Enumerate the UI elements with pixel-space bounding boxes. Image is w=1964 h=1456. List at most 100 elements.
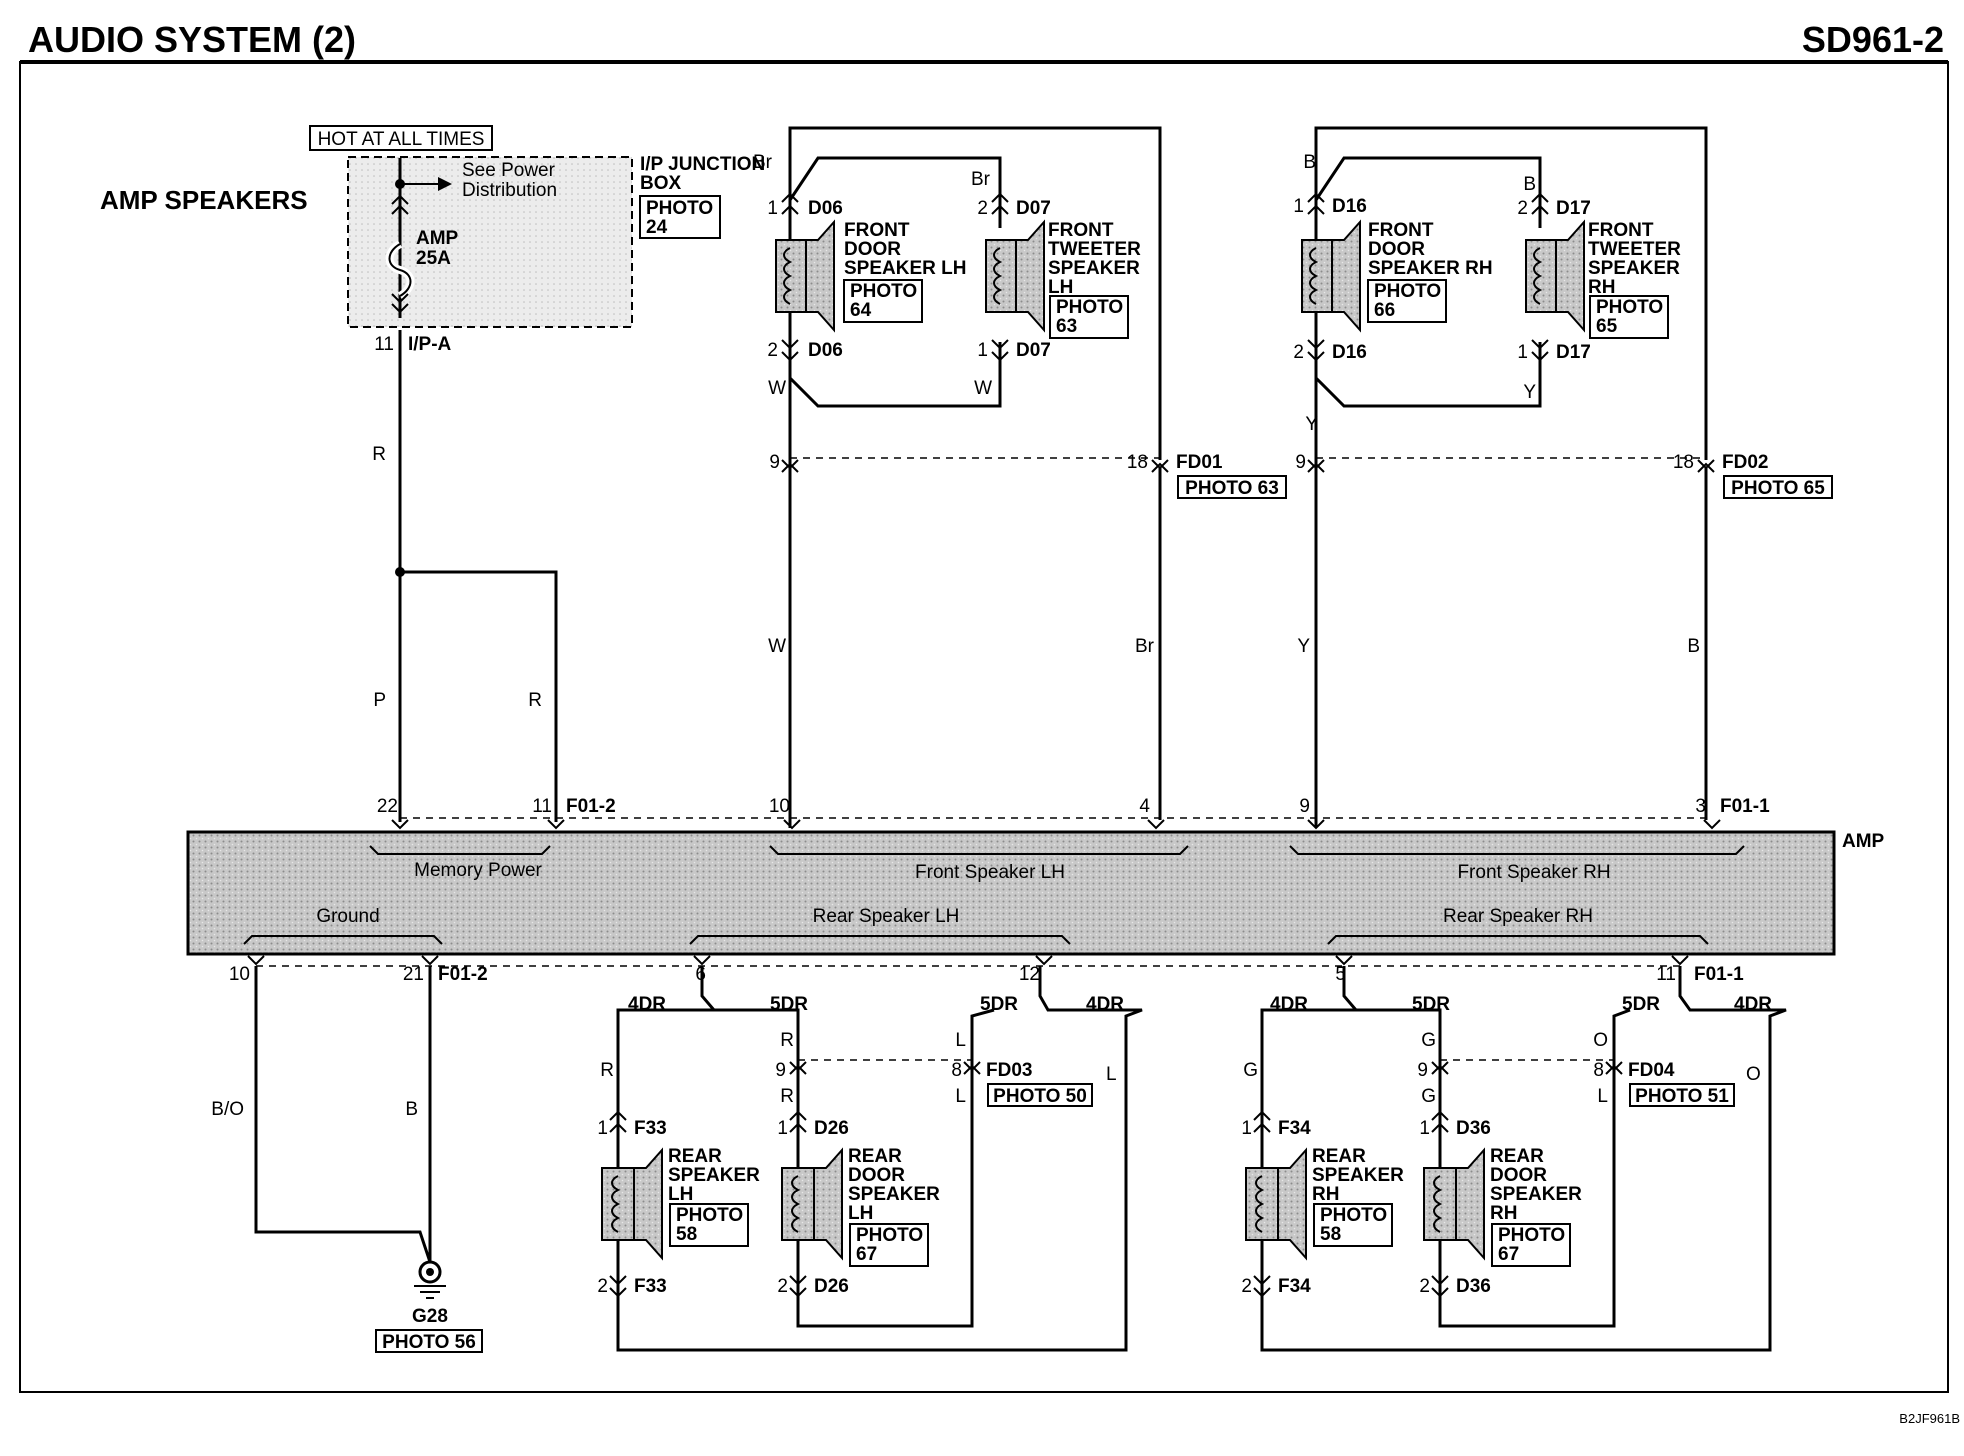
photo-box xyxy=(1367,279,1447,323)
speaker-name: RH xyxy=(1588,277,1615,298)
connector-chevron-icon xyxy=(1531,339,1549,362)
photo-label: PHOTO xyxy=(676,1205,743,1226)
connector-id: F01-2 xyxy=(438,964,488,985)
ground-symbol-icon xyxy=(414,1285,446,1299)
photo-label: PHOTO xyxy=(1498,1225,1565,1246)
speaker-name: REAR xyxy=(668,1146,722,1167)
photo-box xyxy=(843,279,923,323)
photo-number: 65 xyxy=(1596,316,1618,337)
speaker-cone-icon xyxy=(1277,1147,1307,1261)
pin-group-bracket xyxy=(769,845,1189,855)
connector-chevron-icon xyxy=(1307,192,1325,215)
ground-circuit: B/O B G28 PHOTO 56 xyxy=(211,966,483,1353)
page-code: SD961-2 xyxy=(1802,19,1944,60)
pin-number: 9 xyxy=(1417,1060,1428,1081)
power-branch-wire xyxy=(400,570,558,822)
photo-box xyxy=(1313,1203,1393,1247)
pin-number: 1 xyxy=(767,198,778,219)
speaker-name: REAR xyxy=(1490,1146,1544,1167)
pin-number: 2 xyxy=(1517,198,1528,219)
speaker-cone-icon xyxy=(1455,1147,1485,1261)
photo-label: PHOTO xyxy=(850,281,917,302)
pin-number: 9 xyxy=(1299,796,1310,817)
speaker-cone-icon xyxy=(633,1147,663,1261)
pin-number: 2 xyxy=(977,198,988,219)
photo-box xyxy=(987,1083,1093,1107)
connector-id: D26 xyxy=(814,1118,849,1139)
photo-label: PHOTO xyxy=(856,1225,923,1246)
photo-box xyxy=(1049,295,1129,339)
pin-number: 8 xyxy=(951,1060,962,1081)
speaker-cone-icon xyxy=(813,1147,843,1261)
wire-color-label: R xyxy=(780,1086,794,1107)
branch-label: 5DR xyxy=(1412,994,1450,1015)
photo-number: 66 xyxy=(1374,300,1395,321)
wire-color-label: G xyxy=(1421,1030,1436,1051)
pin-number: 11 xyxy=(374,334,394,355)
photo-label: PHOTO xyxy=(1596,297,1663,318)
pin-number: 18 xyxy=(1127,452,1148,473)
wire-color-label: L xyxy=(1597,1086,1608,1107)
see-power-label-2: Distribution xyxy=(462,180,557,201)
coil-icon xyxy=(1255,1175,1265,1233)
rear-lh-loop-wire xyxy=(616,966,1143,1352)
front-door-speaker-lh: 1 D06 FRONT DOOR SPEAKER LH PHOTO 64 2 D… xyxy=(767,192,966,362)
connector-id: F34 xyxy=(1278,1276,1311,1297)
amp-body xyxy=(186,830,1836,956)
rear-speaker-lh-circuit: 4DR 5DR 5DR 4DR R R R L L L 9 8 FD03 PHO… xyxy=(597,966,1143,1352)
connector-id: F01-1 xyxy=(1720,796,1770,817)
speaker-name: LH xyxy=(668,1184,693,1205)
photo-number: 58 xyxy=(1320,1224,1341,1245)
speaker-name: LH xyxy=(1048,277,1073,298)
connector-chevron-icon xyxy=(391,819,1721,830)
coil-icon xyxy=(791,1175,801,1233)
speaker-name: SPEAKER xyxy=(1312,1165,1404,1186)
hot-at-all-times-label: HOT AT ALL TIMES xyxy=(318,129,485,150)
pin-group-label: Front Speaker RH xyxy=(1457,862,1610,883)
photo-number: 58 xyxy=(676,1224,697,1245)
ground-id: G28 xyxy=(412,1306,448,1327)
connector-id: F33 xyxy=(634,1276,667,1297)
coil-icon xyxy=(993,247,1003,305)
speaker-cone-icon xyxy=(1555,219,1585,333)
connector-id: F01-1 xyxy=(1694,964,1744,985)
page-title: AUDIO SYSTEM (2) xyxy=(28,19,356,60)
connector-chevron-icon xyxy=(609,1110,627,1133)
wire-color-label: O xyxy=(1593,1030,1608,1051)
pin-number: 22 xyxy=(377,796,398,817)
connector-id: D06 xyxy=(808,198,843,219)
hot-at-all-times-box xyxy=(309,125,493,151)
connector-id: D16 xyxy=(1332,342,1367,363)
connector-id: D06 xyxy=(808,340,843,361)
connector-chevron-icon xyxy=(991,192,1009,215)
pin-number: 2 xyxy=(1419,1276,1430,1297)
junction-box-label: I/P JUNCTION xyxy=(640,154,765,175)
wire-color-label: W xyxy=(768,636,786,657)
connector-id: I/P-A xyxy=(408,334,452,355)
speaker-cone-icon xyxy=(1331,219,1361,333)
connector-chevron-icon xyxy=(781,459,1169,470)
wire-color-label: Y xyxy=(1523,382,1536,403)
front-rh-outer-wire xyxy=(1314,126,1708,828)
speaker-name: REAR xyxy=(848,1146,902,1167)
photo-label: PHOTO xyxy=(1374,281,1441,302)
rear-speaker-rh: 1 F34 REAR SPEAKER RH PHOTO 58 2 F34 xyxy=(1241,1110,1404,1298)
speaker-name: FRONT xyxy=(844,220,910,241)
speaker-name: LH xyxy=(848,1203,873,1224)
coil-icon xyxy=(783,247,793,305)
front-tweeter-speaker-rh: 2 D17 FRONT TWEETER SPEAKER RH PHOTO 65 … xyxy=(1517,192,1681,363)
pin-group-bracket xyxy=(243,935,443,945)
wire-color-label: B xyxy=(1303,152,1316,173)
connector-chevron-icon xyxy=(391,293,409,314)
wire-color-label: R xyxy=(600,1060,614,1081)
connector-id: FD02 xyxy=(1722,452,1768,473)
pin-number: 2 xyxy=(777,1276,788,1297)
pin-number: 1 xyxy=(1293,196,1304,217)
photo-box xyxy=(849,1223,929,1267)
connector-id: F33 xyxy=(634,1118,667,1139)
speaker-name: DOOR xyxy=(1368,239,1425,260)
pin-group-bracket xyxy=(689,935,1071,945)
branch-label: 5DR xyxy=(980,994,1018,1015)
speaker-name: SPEAKER xyxy=(1588,258,1680,279)
connector-id: D17 xyxy=(1556,198,1591,219)
